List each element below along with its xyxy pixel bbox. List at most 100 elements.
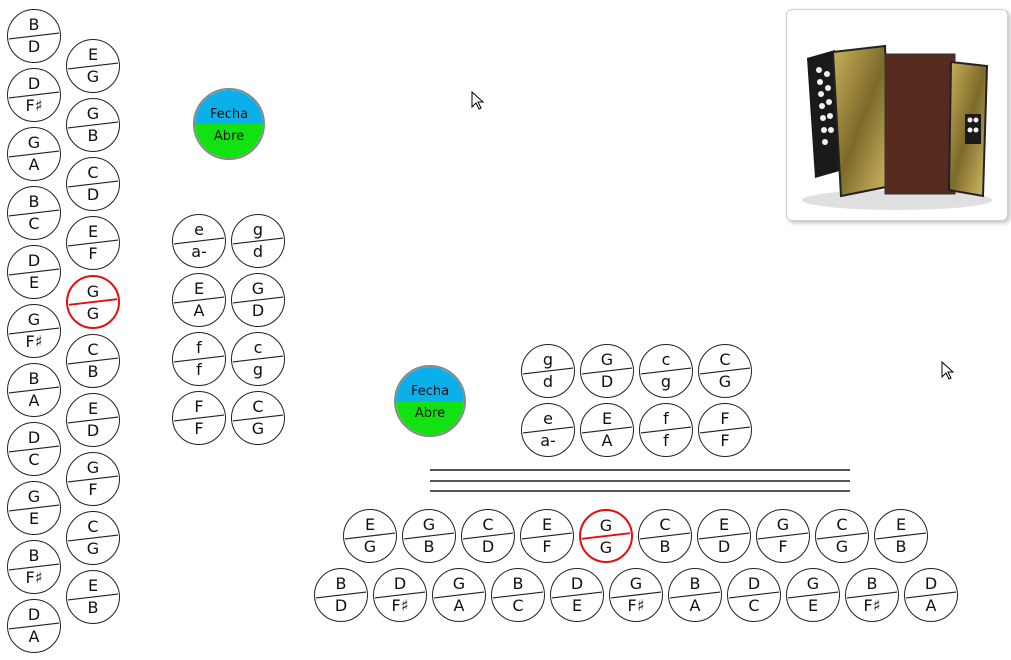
bellows-close-label: Fecha (195, 90, 263, 124)
button-divider (67, 180, 119, 188)
button-divider (757, 532, 809, 540)
push-note-label: G (599, 516, 613, 535)
bellows-indicator-horizontal[interactable]: Fecha Abre (394, 365, 466, 437)
button-divider (8, 268, 60, 276)
button-divider (699, 426, 751, 434)
pull-note-label: a- (191, 242, 207, 261)
push-note-label: e (194, 220, 204, 239)
button-divider (232, 237, 284, 245)
push-note-label: B (689, 574, 701, 593)
push-note-label: F (720, 409, 730, 428)
pull-note-label: E (28, 273, 40, 292)
bellows-indicator-vertical[interactable]: Fecha Abre (193, 88, 265, 160)
push-note-label: D (747, 574, 761, 593)
button-divider (67, 62, 119, 70)
bellows-open-label: Abre (396, 401, 464, 435)
pull-note-label: D (334, 596, 348, 615)
push-note-label: E (193, 279, 205, 298)
pull-note-label: g (252, 360, 264, 379)
pull-note-label: G (86, 304, 100, 323)
push-note-label: E (87, 576, 99, 595)
button-divider (8, 563, 60, 571)
pull-note-label: F♯ (25, 332, 43, 351)
pull-note-label: G (86, 67, 100, 86)
button-divider (610, 591, 662, 599)
mouse-pointer-icon (941, 361, 955, 380)
pull-note-label: B (87, 126, 99, 145)
button-divider (787, 591, 839, 599)
pull-note-label: G (251, 419, 265, 438)
pull-note-label: F (720, 431, 730, 450)
push-note-label: E (87, 399, 99, 418)
push-note-label: G (600, 350, 614, 369)
button-divider (581, 426, 633, 434)
button-divider (173, 296, 225, 304)
push-note-label: B (512, 574, 524, 593)
button-divider (640, 426, 692, 434)
push-note-label: B (28, 369, 40, 388)
button-divider (374, 591, 426, 599)
bass-button[interactable]: e a- (172, 214, 226, 268)
button-divider (8, 504, 60, 512)
push-note-label: D (924, 574, 938, 593)
bellows-close-label: Fecha (396, 367, 464, 401)
